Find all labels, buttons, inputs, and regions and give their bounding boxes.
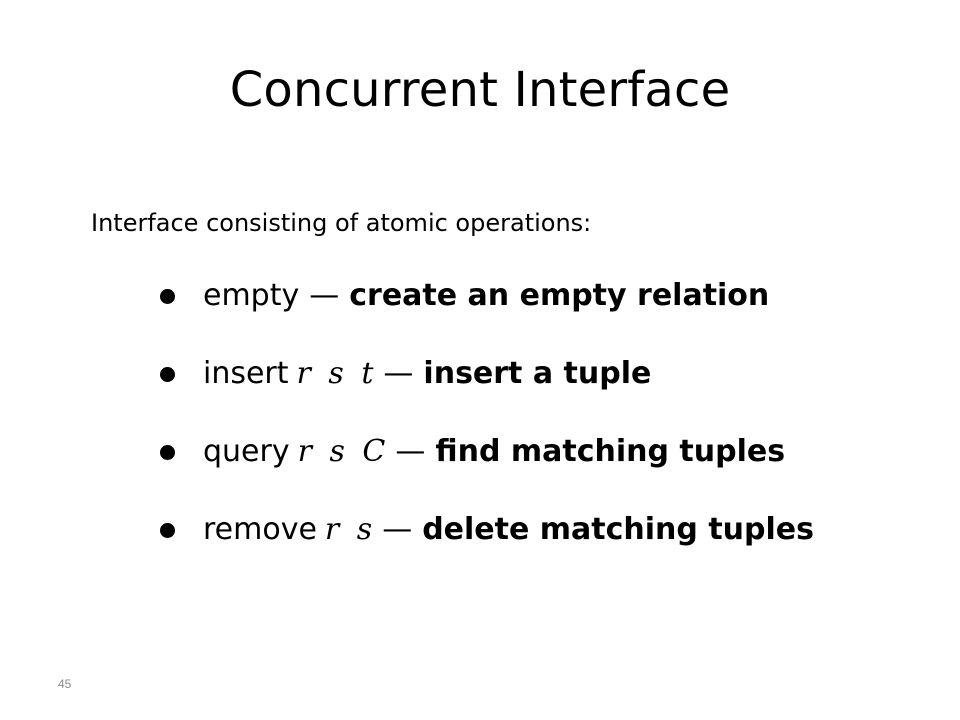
- operation-arguments: r s t: [296, 356, 374, 391]
- operation-dash: —: [395, 434, 426, 469]
- operation-keyword: insert: [203, 356, 289, 391]
- operation-keyword: query: [203, 434, 290, 469]
- operation-item-query: query r s C — find matching tuples: [160, 430, 920, 508]
- bullet-icon: [160, 367, 175, 382]
- operation-keyword: remove: [203, 512, 317, 547]
- slide-title: Concurrent Interface: [229, 62, 731, 118]
- operation-description: insert a tuple: [423, 356, 652, 391]
- operation-item-insert: insert r s t — insert a tuple: [160, 352, 920, 430]
- intro-text: Interface consisting of atomic operation…: [91, 209, 592, 237]
- operation-description: create an empty relation: [349, 278, 770, 313]
- operation-item-remove: remove r s — delete matching tuples: [160, 508, 920, 586]
- operation-description: find matching tuples: [435, 434, 786, 469]
- operation-list: empty — create an empty relation insert …: [160, 274, 920, 586]
- operation-arguments: r s C: [297, 434, 386, 469]
- operation-arguments: r s: [324, 512, 373, 547]
- page-number: 45: [58, 677, 72, 691]
- bullet-icon: [160, 289, 175, 304]
- bullet-icon: [160, 445, 175, 460]
- operation-description: delete matching tuples: [422, 512, 814, 547]
- operation-dash: —: [309, 278, 340, 313]
- bullet-icon: [160, 523, 175, 538]
- operation-dash: —: [383, 356, 414, 391]
- operation-item-empty: empty — create an empty relation: [160, 274, 920, 352]
- operation-keyword: empty: [203, 278, 300, 313]
- operation-dash: —: [382, 512, 413, 547]
